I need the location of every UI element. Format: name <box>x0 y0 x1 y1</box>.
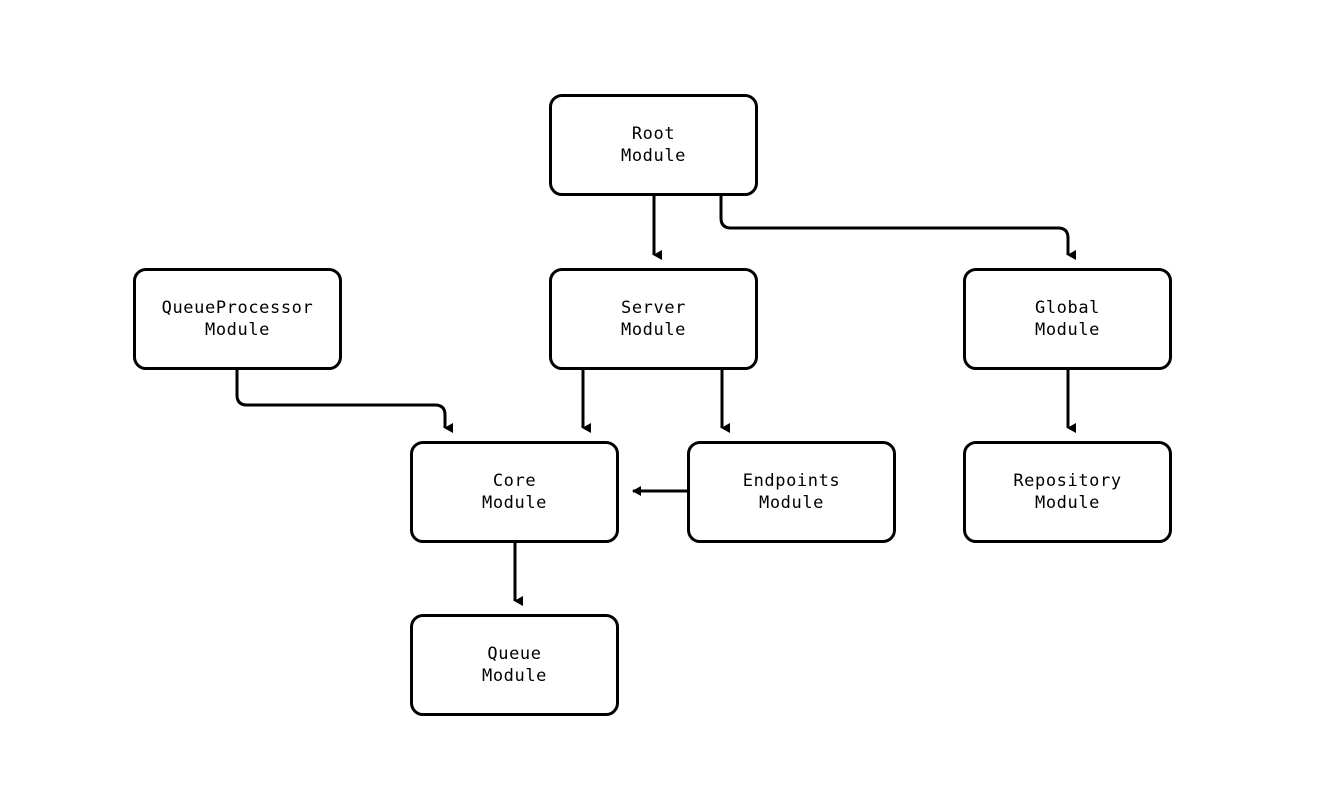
node-queueprocessor-module-line2: Module <box>204 320 270 340</box>
node-server-module-line2: Module <box>620 320 686 340</box>
node-endpoints-module[interactable]: Endpoints Module <box>687 441 896 543</box>
node-root-module-line2: Module <box>620 146 686 166</box>
node-queue-module-line1: Queue <box>487 644 542 664</box>
node-queueprocessor-module[interactable]: QueueProcessor Module <box>133 268 342 370</box>
node-root-module[interactable]: Root Module <box>549 94 758 196</box>
node-queueprocessor-module-line1: QueueProcessor <box>161 298 314 318</box>
node-root-module-line1: Root <box>631 124 676 144</box>
node-global-module[interactable]: Global Module <box>963 268 1172 370</box>
node-repository-module-line2: Module <box>1034 493 1100 513</box>
node-endpoints-module-line1: Endpoints <box>742 471 841 491</box>
node-endpoints-module-line2: Module <box>758 493 824 513</box>
node-repository-module[interactable]: Repository Module <box>963 441 1172 543</box>
node-server-module-line1: Server <box>620 298 686 318</box>
node-core-module-line1: Core <box>492 471 537 491</box>
node-global-module-line1: Global <box>1034 298 1100 318</box>
node-queue-module[interactable]: Queue Module <box>410 614 619 716</box>
node-core-module[interactable]: Core Module <box>410 441 619 543</box>
node-server-module[interactable]: Server Module <box>549 268 758 370</box>
node-global-module-line2: Module <box>1034 320 1100 340</box>
edge-root-global <box>719 196 1076 260</box>
node-queue-module-line2: Module <box>481 666 547 686</box>
node-repository-module-line1: Repository <box>1013 471 1122 491</box>
node-core-module-line2: Module <box>481 493 547 513</box>
edge-queueprocessor-core <box>235 370 453 433</box>
